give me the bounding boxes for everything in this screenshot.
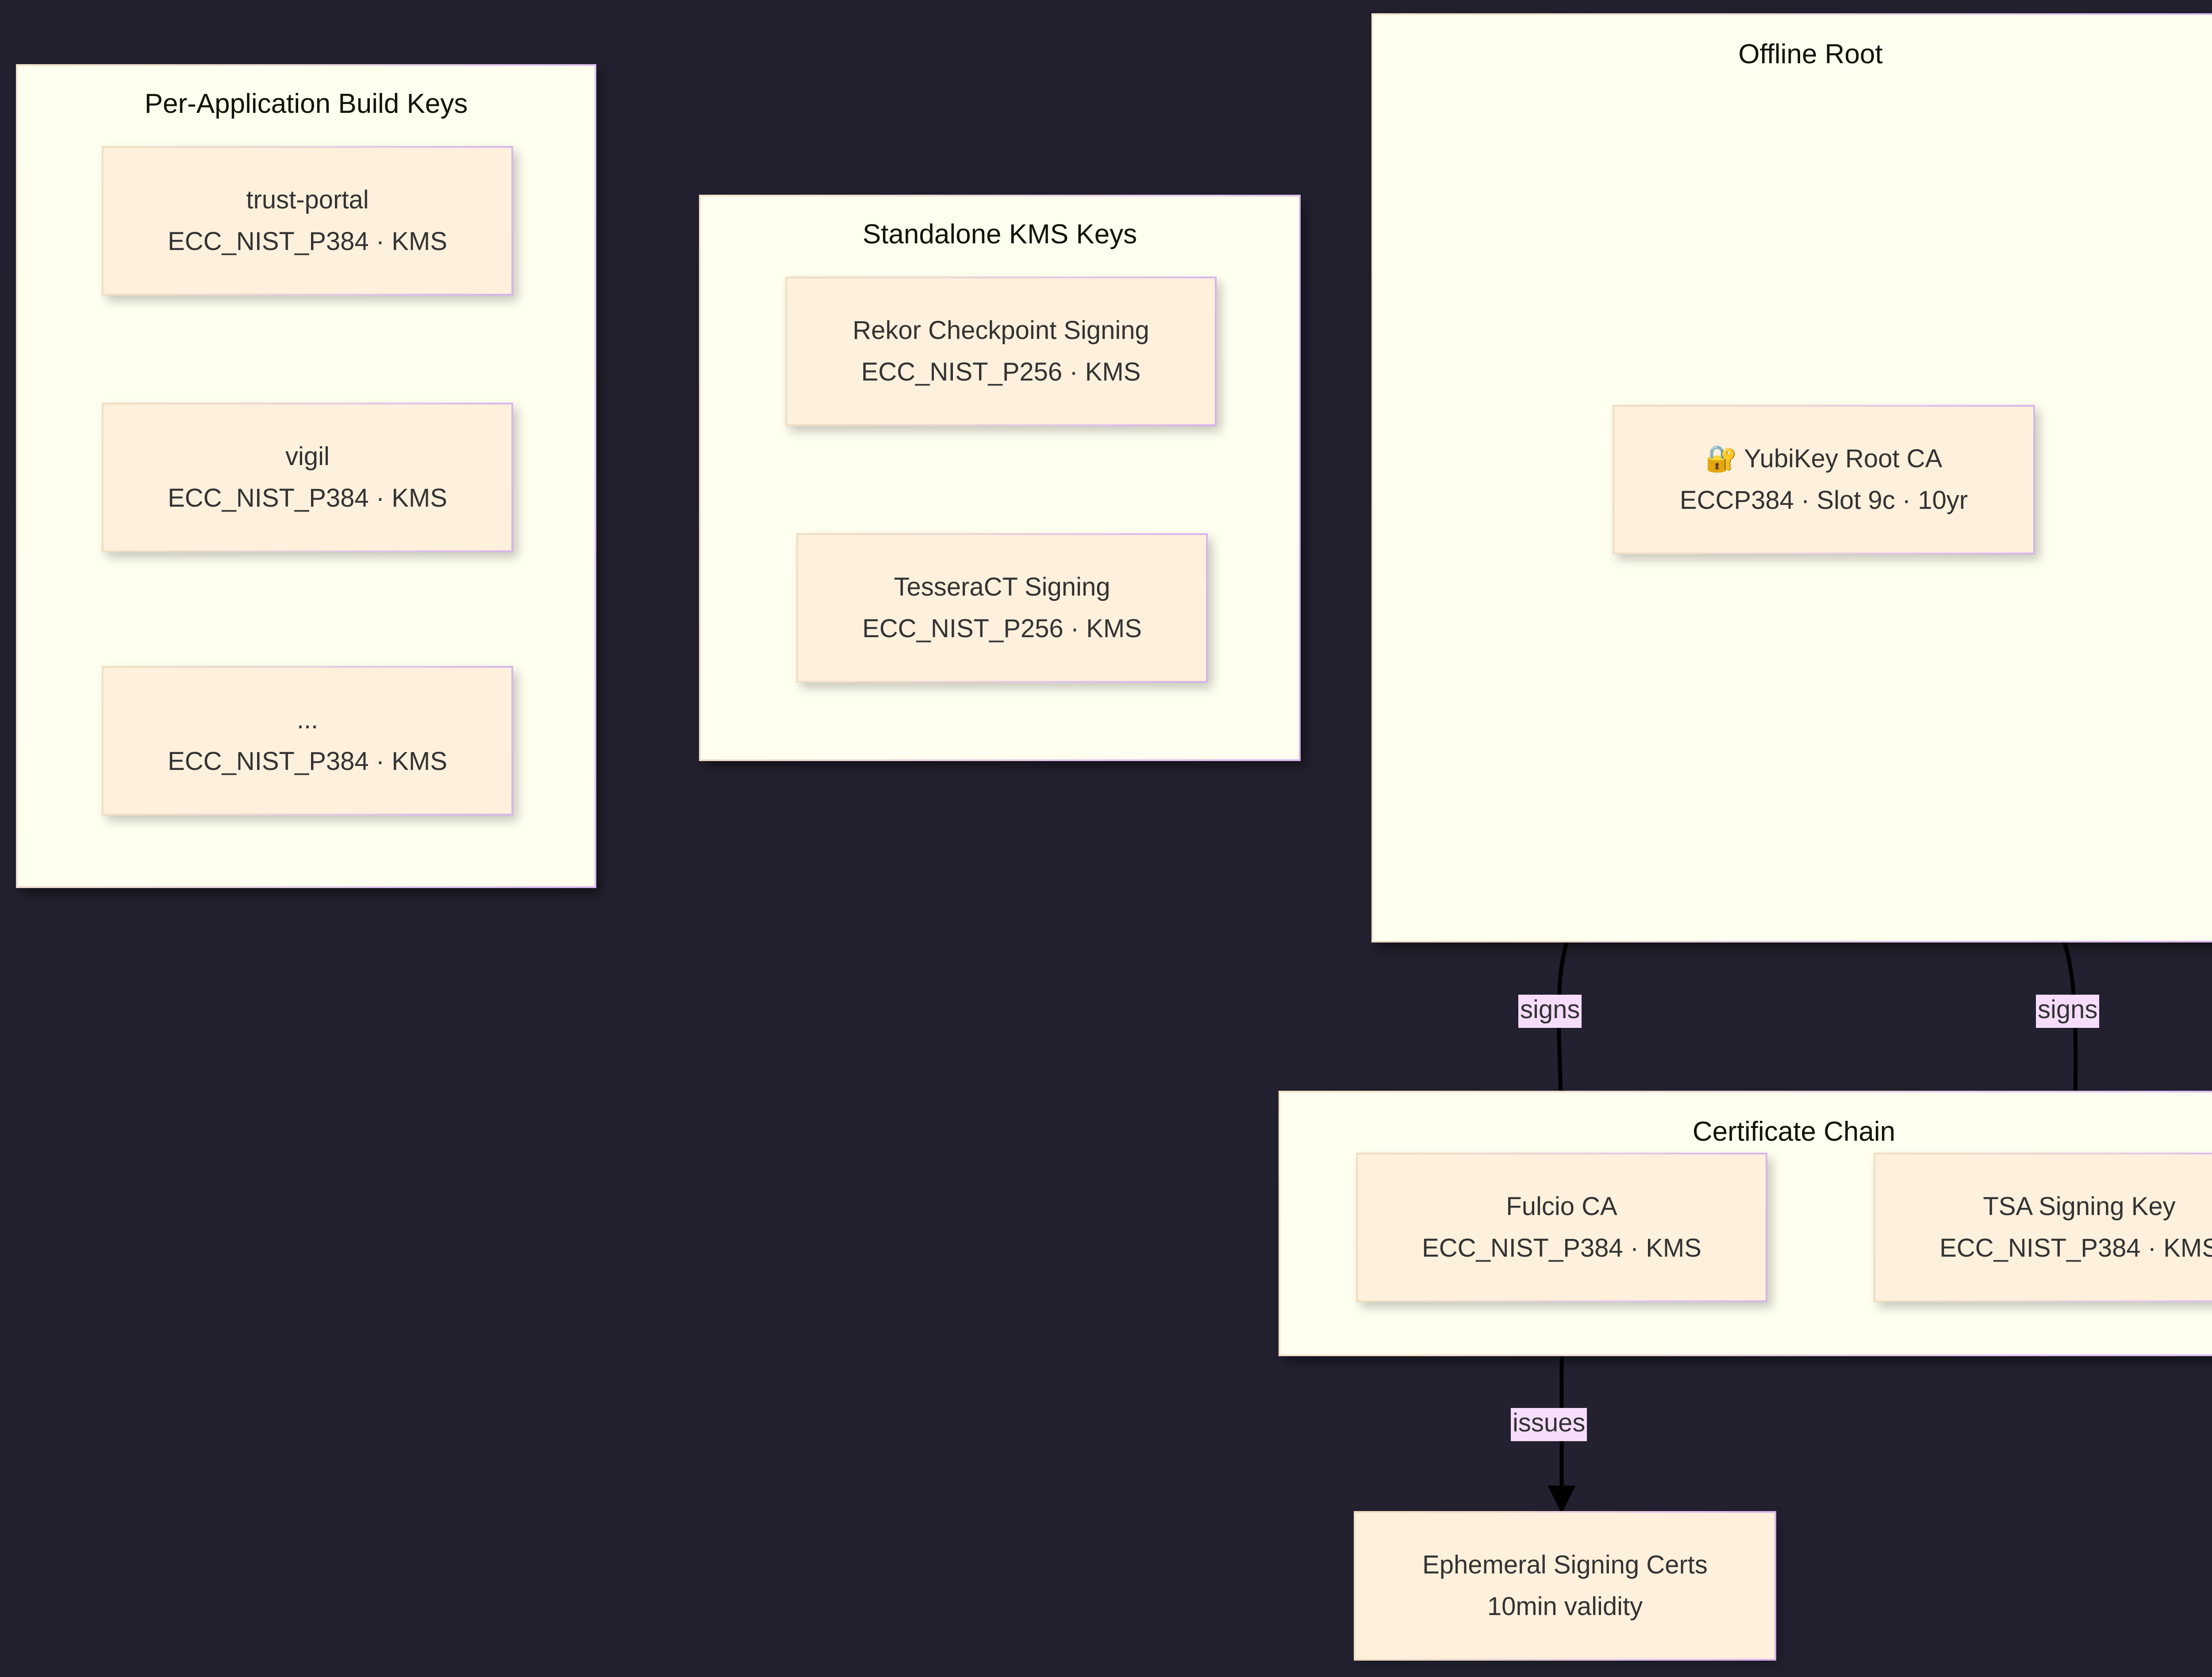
node-fulcio-ca-name: Fulcio CA: [1506, 1192, 1617, 1221]
node-ephemeral-signing-certs-spec: 10min validity: [1487, 1592, 1643, 1621]
node-vigil-name: vigil: [285, 442, 330, 471]
node-yubikey-root-ca-spec: ECCP384 · Slot 9c · 10yr: [1679, 486, 1968, 515]
node-rekor-checkpoint-signing-spec: ECC_NIST_P256 · KMS: [861, 358, 1141, 386]
node-ephemeral-signing-certs-name: Ephemeral Signing Certs: [1422, 1550, 1708, 1580]
edge-label-signs-fulcio: signs: [1518, 995, 1582, 1028]
node-trust-portal[interactable]: trust-portal ECC_NIST_P384 · KMS: [102, 146, 513, 296]
node-tsa-signing-key-spec: ECC_NIST_P384 · KMS: [1939, 1234, 2212, 1262]
node-tesseract-signing-name: TesseraCT Signing: [894, 573, 1110, 602]
node-rekor-checkpoint-signing[interactable]: Rekor Checkpoint Signing ECC_NIST_P256 ·…: [785, 277, 1217, 426]
cluster-title-per-application-build-keys: Per-Application Build Keys: [144, 88, 468, 119]
node-vigil-spec: ECC_NIST_P384 · KMS: [168, 484, 447, 512]
node-vigil[interactable]: vigil ECC_NIST_P384 · KMS: [102, 403, 513, 552]
node-trust-portal-spec: ECC_NIST_P384 · KMS: [168, 227, 447, 256]
node-ephemeral-signing-certs[interactable]: Ephemeral Signing Certs 10min validity: [1354, 1511, 1776, 1661]
node-rekor-checkpoint-signing-name: Rekor Checkpoint Signing: [853, 316, 1149, 345]
node-tesseract-signing[interactable]: TesseraCT Signing ECC_NIST_P256 · KMS: [796, 533, 1208, 683]
node-yubikey-root-ca-label: YubiKey Root CA: [1744, 444, 1943, 473]
node-yubikey-root-ca-name: 🔐 YubiKey Root CA: [1705, 438, 1942, 480]
node-fulcio-ca[interactable]: Fulcio CA ECC_NIST_P384 · KMS: [1356, 1153, 1767, 1302]
node-tsa-signing-key[interactable]: TSA Signing Key ECC_NIST_P384 · KMS: [1874, 1153, 2212, 1302]
node-ellipsis-name: ...: [296, 705, 319, 735]
lock-with-key-icon: 🔐: [1705, 444, 1737, 473]
node-ellipsis-spec: ECC_NIST_P384 · KMS: [168, 747, 447, 776]
node-ellipsis[interactable]: ... ECC_NIST_P384 · KMS: [102, 666, 513, 815]
cluster-title-offline-root: Offline Root: [1738, 39, 1883, 69]
node-trust-portal-name: trust-portal: [246, 185, 369, 215]
node-yubikey-root-ca[interactable]: 🔐 YubiKey Root CA ECCP384 · Slot 9c · 10…: [1613, 405, 2035, 554]
node-fulcio-ca-spec: ECC_NIST_P384 · KMS: [1422, 1234, 1701, 1262]
edge-label-signs-tsa: signs: [2036, 995, 2100, 1028]
node-tesseract-signing-spec: ECC_NIST_P256 · KMS: [862, 614, 1142, 643]
cluster-offline-root: Offline Root: [1371, 13, 2212, 942]
cluster-title-certificate-chain: Certificate Chain: [1692, 1116, 1896, 1147]
cluster-title-standalone-kms-keys: Standalone KMS Keys: [862, 219, 1137, 250]
edge-label-issues: issues: [1511, 1408, 1587, 1441]
node-tsa-signing-key-name: TSA Signing Key: [1983, 1192, 2176, 1221]
